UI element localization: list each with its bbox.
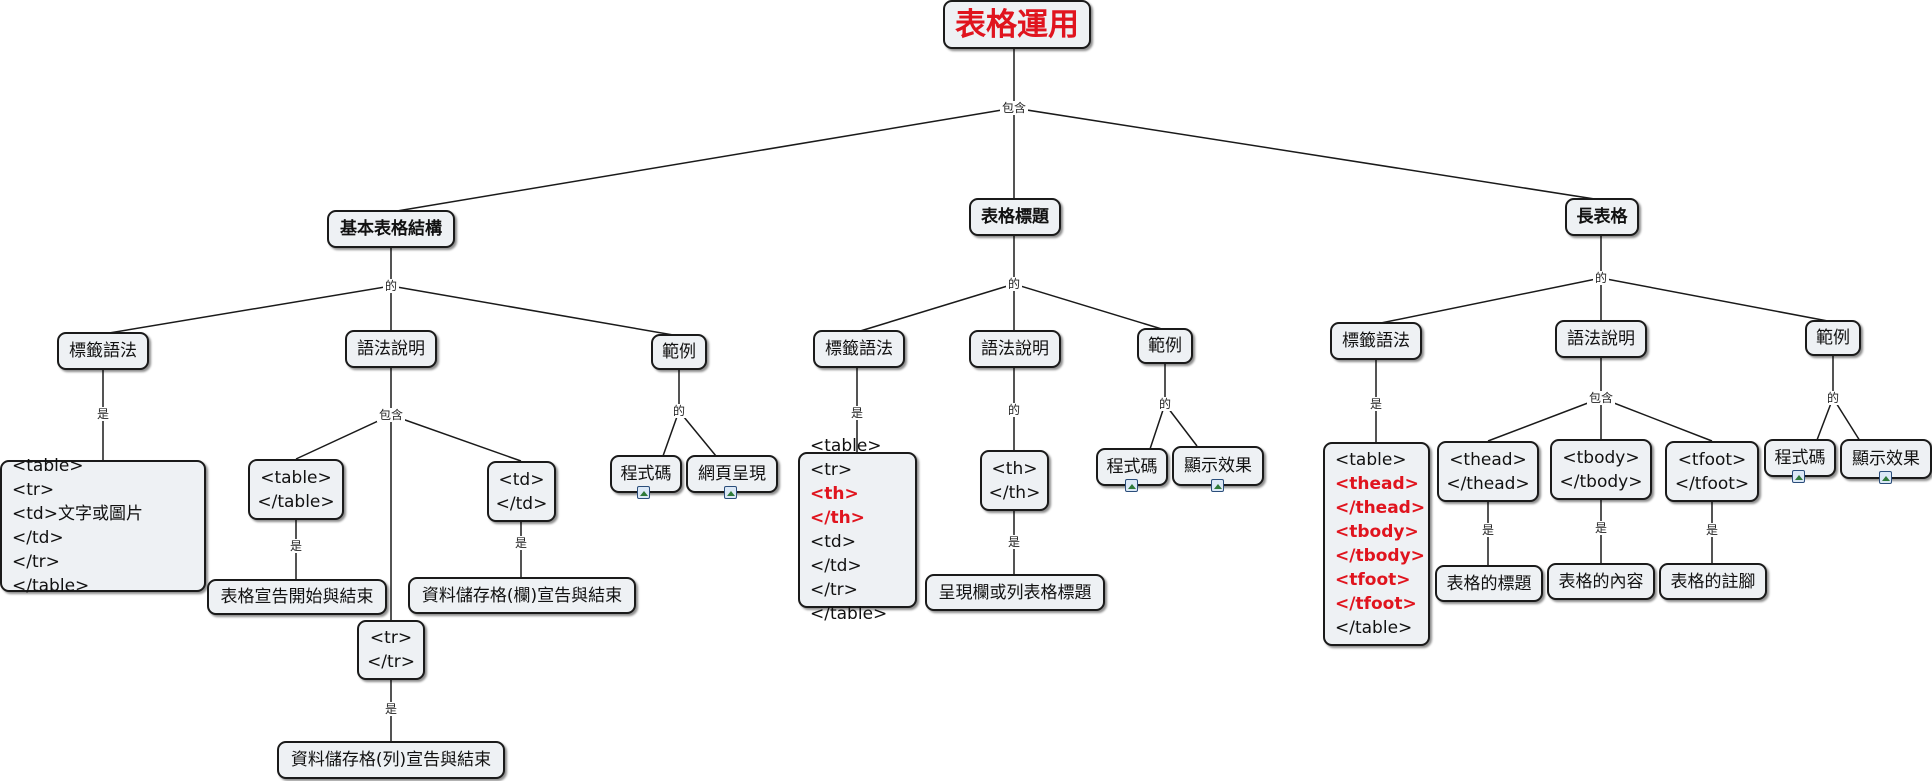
long-syntax-node[interactable]: 標籤語法 <box>1330 322 1422 360</box>
topic-table-heading[interactable]: 表格標題 <box>969 198 1061 236</box>
link-label-of: 的 <box>1005 403 1023 417</box>
thead-desc-node[interactable]: 表格的標題 <box>1435 565 1543 602</box>
code-line: <td>文字或圖片</td> <box>12 504 143 548</box>
code-line-highlight: <tfoot> <box>1335 570 1411 590</box>
link-label-is: 是 <box>94 407 112 421</box>
link-label-include: 包含 <box>1586 391 1616 405</box>
link-label-is: 是 <box>287 539 305 553</box>
tfoot-desc-node[interactable]: 表格的註腳 <box>1659 563 1767 600</box>
code-line: </table> <box>810 604 888 624</box>
tbody-tag-node[interactable]: <tbody> </tbody> <box>1550 439 1652 500</box>
basic-code-block[interactable]: <table> <tr> <td>文字或圖片</td> </tr> </tabl… <box>0 456 206 596</box>
image-icon[interactable] <box>1879 471 1892 484</box>
link-label-of: 的 <box>1592 271 1610 285</box>
code-line-highlight: </tfoot> <box>1335 594 1417 614</box>
link-label-of: 的 <box>1824 391 1842 405</box>
code-line-highlight: <th></th> <box>810 484 865 528</box>
code-line-highlight: <tbody> <box>1335 522 1419 542</box>
tag-open: <tfoot> <box>1677 449 1747 470</box>
link-label-include: 包含 <box>376 408 406 422</box>
tag-open: <tbody> <box>1562 447 1640 468</box>
tag-close: </thead> <box>1446 473 1530 494</box>
tag-close: </table> <box>257 491 335 512</box>
tr-desc-node[interactable]: 資料儲存格(列)宣告與結束 <box>277 741 505 779</box>
image-icon[interactable] <box>1211 479 1224 492</box>
link-label-is: 是 <box>512 536 530 550</box>
link-label-is: 是 <box>1005 535 1023 549</box>
heading-code-block[interactable]: <table> <tr> <th></th> <td></td> </tr> <… <box>798 436 917 624</box>
image-icon[interactable] <box>724 486 737 499</box>
code-line: <tr> <box>12 480 55 500</box>
link-label-of: 的 <box>670 404 688 418</box>
tag-close: </td> <box>495 493 548 514</box>
heading-explain-node[interactable]: 語法說明 <box>969 330 1061 368</box>
image-icon[interactable] <box>1125 479 1138 492</box>
heading-example-node[interactable]: 範例 <box>1137 328 1193 364</box>
tbody-desc-node[interactable]: 表格的內容 <box>1547 563 1655 600</box>
table-tag-node[interactable]: <table> </table> <box>248 459 344 520</box>
code-line: </tr> <box>810 580 858 600</box>
td-tag-node[interactable]: <td> </td> <box>487 461 556 522</box>
heading-display-node[interactable]: 顯示效果 <box>1172 446 1264 486</box>
topic-basic-structure[interactable]: 基本表格結構 <box>327 210 455 248</box>
code-line: </table> <box>1335 618 1413 638</box>
th-tag-node[interactable]: <th> </th> <box>980 450 1049 511</box>
long-code-node[interactable]: 程式碼 <box>1764 439 1836 477</box>
tag-close: </tfoot> <box>1674 473 1750 494</box>
tag-open: <table> <box>260 467 332 488</box>
code-line: <tr> <box>810 460 853 480</box>
code-line-highlight: </tbody> <box>1335 546 1425 566</box>
link-label-of: 的 <box>1156 397 1174 411</box>
link-label-is: 是 <box>1703 523 1721 537</box>
link-label-of: 的 <box>382 279 400 293</box>
link-label-is: 是 <box>1592 521 1610 535</box>
link-label-of: 的 <box>1005 277 1023 291</box>
topic-long-table[interactable]: 長表格 <box>1565 198 1639 236</box>
image-icon[interactable] <box>1792 470 1805 483</box>
code-line: <table> <box>810 436 882 456</box>
tag-open: <td> <box>498 469 545 490</box>
code-line: <td></td> <box>810 532 862 576</box>
tfoot-tag-node[interactable]: <tfoot> </tfoot> <box>1665 441 1759 502</box>
tag-close: </th> <box>988 482 1041 503</box>
long-explain-node[interactable]: 語法說明 <box>1555 320 1647 358</box>
link-label-is: 是 <box>1367 397 1385 411</box>
tag-open: <tr> <box>369 628 413 648</box>
basic-syntax-node[interactable]: 標籤語法 <box>57 332 149 370</box>
table-desc-node[interactable]: 表格宣告開始與結束 <box>207 579 387 615</box>
tr-tag-node[interactable]: <tr> </tr> <box>357 620 425 680</box>
code-line: </tr> <box>12 552 60 572</box>
long-example-node[interactable]: 範例 <box>1805 320 1861 356</box>
code-line-highlight: <thead> <box>1335 474 1419 494</box>
root-node[interactable]: 表格運用 <box>943 0 1091 49</box>
code-line-highlight: </thead> <box>1335 498 1426 518</box>
image-icon[interactable] <box>637 486 650 499</box>
basic-explain-node[interactable]: 語法說明 <box>345 330 437 368</box>
code-line: </table> <box>12 576 90 596</box>
heading-syntax-node[interactable]: 標籤語法 <box>813 330 905 368</box>
link-label-is: 是 <box>382 702 400 716</box>
code-line: <table> <box>12 456 84 476</box>
link-label-is: 是 <box>848 406 866 420</box>
thead-tag-node[interactable]: <thead> </thead> <box>1437 441 1539 502</box>
tag-close: </tbody> <box>1559 471 1643 492</box>
tag-open: <thead> <box>1449 449 1527 470</box>
tag-open: <th> <box>991 458 1038 479</box>
link-label-is: 是 <box>1479 523 1497 537</box>
th-desc-node[interactable]: 呈現欄或列表格標題 <box>925 574 1105 611</box>
link-label-include: 包含 <box>999 101 1029 115</box>
long-code-block[interactable]: <table> <thead> </thead> <tbody> </tbody… <box>1323 442 1430 646</box>
tag-close: </tr> <box>367 652 415 672</box>
code-line: <table> <box>1335 450 1407 470</box>
td-desc-node[interactable]: 資料儲存格(欄)宣告與結束 <box>408 577 636 614</box>
basic-example-node[interactable]: 範例 <box>651 334 707 370</box>
